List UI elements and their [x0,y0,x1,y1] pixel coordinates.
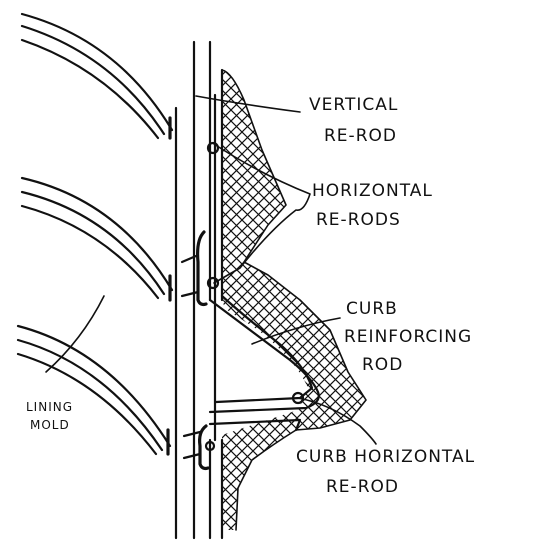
horizontal-re-rod-upper [206,141,220,155]
label-lining-mold-1: LINING [26,400,73,414]
label-curb-reinforcing-2: REINFORCING [344,327,472,347]
label-horizontal-rerods-1: HORIZONTAL [312,181,433,201]
leader-lines [45,95,377,445]
horizontal-re-rod-lower [206,276,220,290]
curb-horizontal-re-rod [291,391,305,405]
label-vertical-rerod-2: RE-ROD [324,126,397,146]
tie-wires [180,230,216,471]
curb-form-profile-inner [214,294,314,404]
label-horizontal-rerods-2: RE-RODS [316,210,401,230]
curb-form-bottom [208,418,302,432]
label-curb-reinforcing-1: CURB [346,299,398,319]
concrete-hatch-region [222,70,366,530]
lining-mold-shell-arcs [16,12,174,456]
label-curb-reinforcing-3: ROD [362,355,403,375]
concrete-hatch-outline [221,69,367,531]
label-vertical-rerod-1: VERTICAL [309,95,398,115]
label-curb-horizontal-1: CURB HORIZONTAL [296,447,475,467]
label-curb-horizontal-2: RE-ROD [326,477,399,497]
label-lining-mold-2: MOLD [30,418,70,432]
mold-wall [174,40,224,540]
